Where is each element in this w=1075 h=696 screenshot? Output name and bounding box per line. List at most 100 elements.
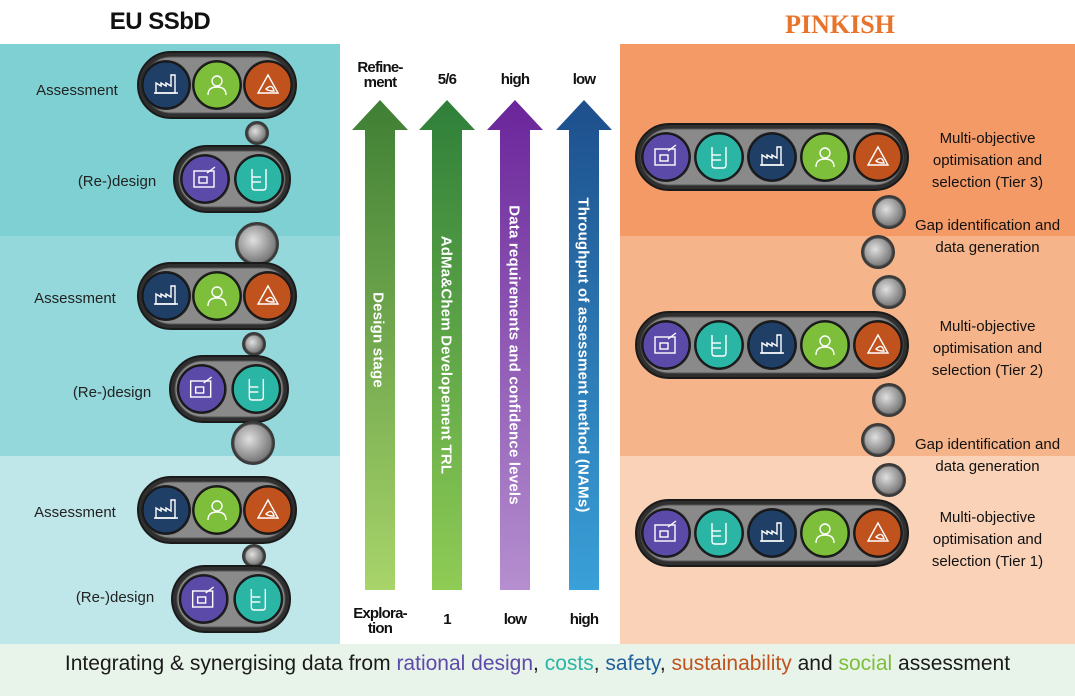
footer-costs: costs [544,652,594,675]
person-icon [815,147,835,168]
right-gear-3 [872,275,906,309]
blueprint-icon [193,166,216,188]
arrow-2 [419,100,475,590]
tier3-line3: selection (Tier 3) [931,174,1044,191]
right-tier1-pill [635,499,909,567]
blueprint-badge [178,365,226,413]
recycle-badge [854,133,902,181]
left-gear-large-1 [235,222,279,266]
arrow4-bottom-label: high [569,611,599,628]
tier1-line2: optimisation and [932,531,1043,548]
blueprint-icon [189,376,213,398]
tier3-line2: optimisation and [932,152,1043,169]
recycle-badge [244,61,292,109]
arrow1-text: Design stage [369,292,387,388]
person-badge [801,133,849,181]
footer-part-2: and [791,652,839,675]
factory-icon [760,146,784,166]
arrow2-top-label: 5/6 [437,71,457,88]
person-badge [801,509,849,557]
blueprint-badge [181,155,229,203]
factory-icon [154,74,178,94]
person-badge [193,486,241,534]
gap1-line2: data generation [935,239,1040,256]
pinkish-title: PINKISH [785,10,895,39]
tier1-line3: selection (Tier 1) [931,553,1044,570]
factory-icon [154,499,178,519]
left-design-pill-3 [171,565,291,633]
footer-part-1: Integrating & synergising data from [64,652,397,675]
assessment-label-2: Assessment [34,290,116,307]
recycle-icon [866,521,890,542]
beaker-badge [235,155,283,203]
arrow1-top-label: Refine- ment [345,60,415,90]
arrow-1 [352,100,408,590]
left-assessment-pill-3 [137,476,297,544]
right-tier3-pill [635,123,909,191]
right-gear-5 [861,423,895,457]
factory-icon [760,522,784,542]
arrow2-text: AdMa&Chem Developement TRL [437,235,455,475]
redesign-label-2: (Re-)design [72,384,152,401]
person-icon [815,523,835,544]
recycle-icon [256,284,280,305]
footer-comma-3: , [659,652,672,675]
footer-comma-2: , [593,652,606,675]
arrow1-top-line1: Refine- [357,59,403,76]
beaker-badge [695,133,743,181]
footer-sustainability: sustainability [671,652,792,675]
recycle-badge [244,272,292,320]
right-tier2-pill [635,311,909,379]
footer-part-3: assessment [892,652,1011,675]
footer-rational-design: rational design [396,652,534,675]
blueprint-icon [654,520,677,542]
tier3-line1: Multi-objective [939,130,1036,147]
redesign-label-3: (Re-)design [75,589,155,606]
arrow4-text: Throughput of assessment method (NAMs) [574,197,592,513]
recycle-badge [244,486,292,534]
person-icon [815,335,835,356]
left-assessment-pill-2 [137,262,297,330]
left-design-pill-1 [173,145,291,213]
arrow1-top-line2: ment [363,74,397,91]
left-design-pill-2 [169,355,289,423]
beaker-icon [250,589,267,611]
arrow3-top-label: high [500,71,530,88]
recycle-icon [866,333,890,354]
recycle-icon [256,73,280,94]
right-gear-6 [872,463,906,497]
arrow1-bottom-line2: tion [367,620,393,637]
tier1-line1: Multi-objective [939,509,1036,526]
beaker-icon [711,335,727,357]
left-gear-small-1 [245,121,269,145]
blueprint-icon [654,144,677,166]
tier2-line1: Multi-objective [939,318,1036,335]
gap-label-2: Gap identification and data generation [900,434,1075,478]
blueprint-badge [642,133,690,181]
arrow3-text: Data requirements and confidence levels [505,205,523,505]
gap-label-1: Gap identification and data generation [900,215,1075,259]
person-icon [207,75,227,96]
redesign-label-1: (Re-)design [77,173,157,190]
left-gear-large-2 [231,421,275,465]
recycle-badge [854,321,902,369]
footer-safety: safety [605,652,660,675]
left-assessment-pill-1 [137,51,297,119]
person-badge [193,61,241,109]
gap2-line1: Gap identification and [914,436,1061,453]
person-badge [193,272,241,320]
person-icon [207,500,227,521]
beaker-icon [711,523,727,545]
blueprint-badge [180,575,228,623]
blueprint-badge [642,321,690,369]
person-icon [207,286,227,307]
tier2-line3: selection (Tier 2) [931,362,1044,379]
footer-caption: Integrating & synergising data from rati… [0,652,1075,676]
beaker-badge [695,321,743,369]
recycle-icon [866,145,890,166]
tier1-label: Multi-objective optimisation and selecti… [900,507,1075,573]
gap2-line2: data generation [935,458,1040,475]
left-gear-small-3 [242,544,266,568]
recycle-badge [854,509,902,557]
